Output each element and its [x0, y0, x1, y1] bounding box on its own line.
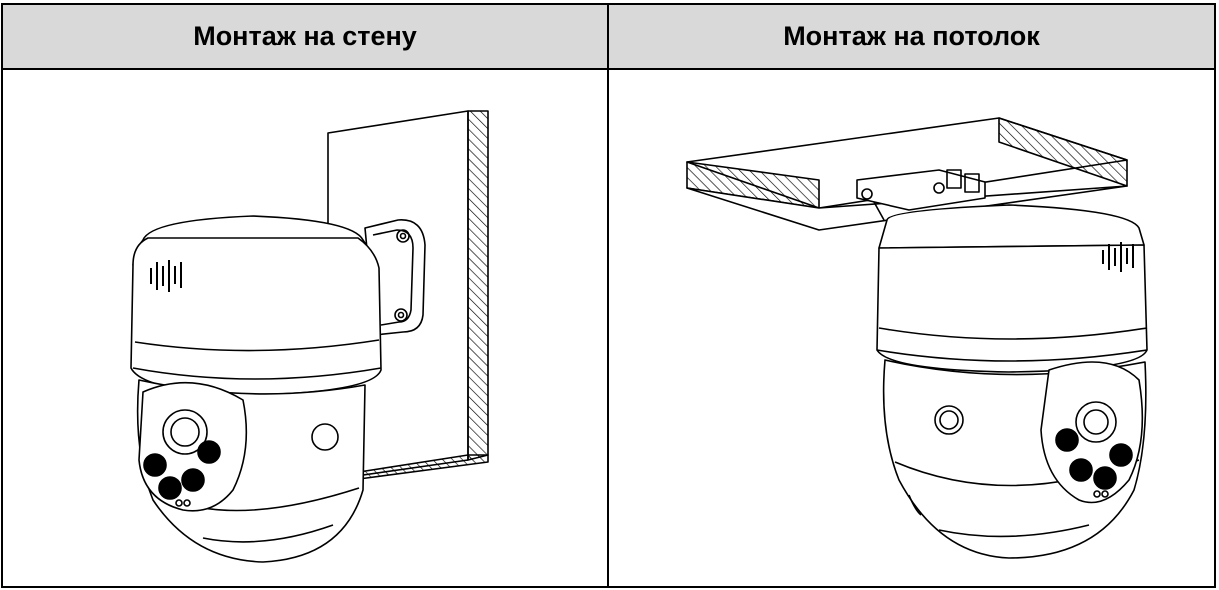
cell-wall-mount	[3, 70, 607, 586]
bracket-screw-bottom	[394, 308, 408, 322]
bracket-screw-left	[861, 188, 873, 200]
wall-mount-camera-icon	[130, 110, 489, 563]
ir-led-icon-3	[1069, 458, 1093, 482]
column-ceiling-mount: Монтаж на потолок	[609, 5, 1214, 586]
camera-top-cap	[878, 204, 1145, 249]
main-lens-icon	[1075, 401, 1117, 443]
column-wall-mount: Монтаж на стену	[3, 5, 609, 586]
cell-ceiling-mount	[609, 70, 1214, 586]
ir-led-icon-1	[143, 453, 167, 477]
bracket-screw-right	[933, 182, 945, 194]
sensor-dot-2	[1101, 490, 1109, 498]
sensor-dot-1	[175, 499, 183, 507]
ir-led-icon-1	[1055, 428, 1079, 452]
header-wall-mount-label: Монтаж на стену	[193, 21, 417, 51]
ir-led-icon-2	[1109, 443, 1133, 467]
ir-led-icon-3	[158, 476, 182, 500]
camera-body	[876, 244, 1148, 373]
lens-housing	[1040, 361, 1144, 504]
header-wall-mount: Монтаж на стену	[3, 5, 607, 70]
bracket-screw-top	[396, 229, 410, 243]
speaker-grille-icon	[150, 260, 182, 292]
sensor-dot-2	[183, 499, 191, 507]
mounting-table: Монтаж на стену	[1, 3, 1216, 588]
ceiling-mount-camera-icon	[686, 117, 1148, 559]
ceiling-bracket	[856, 169, 986, 211]
ir-led-icon-4	[1093, 466, 1117, 490]
speaker-grille-icon	[1102, 242, 1134, 272]
header-ceiling-mount: Монтаж на потолок	[609, 5, 1214, 70]
wall-hatch	[467, 110, 489, 461]
side-sensor-icon	[934, 405, 964, 435]
main-lens-icon	[162, 409, 208, 455]
side-sensor-icon	[311, 423, 339, 451]
header-ceiling-mount-label: Монтаж на потолок	[783, 21, 1040, 51]
ir-led-icon-4	[181, 468, 205, 492]
ir-led-icon-2	[197, 440, 221, 464]
sensor-dot-1	[1093, 490, 1101, 498]
